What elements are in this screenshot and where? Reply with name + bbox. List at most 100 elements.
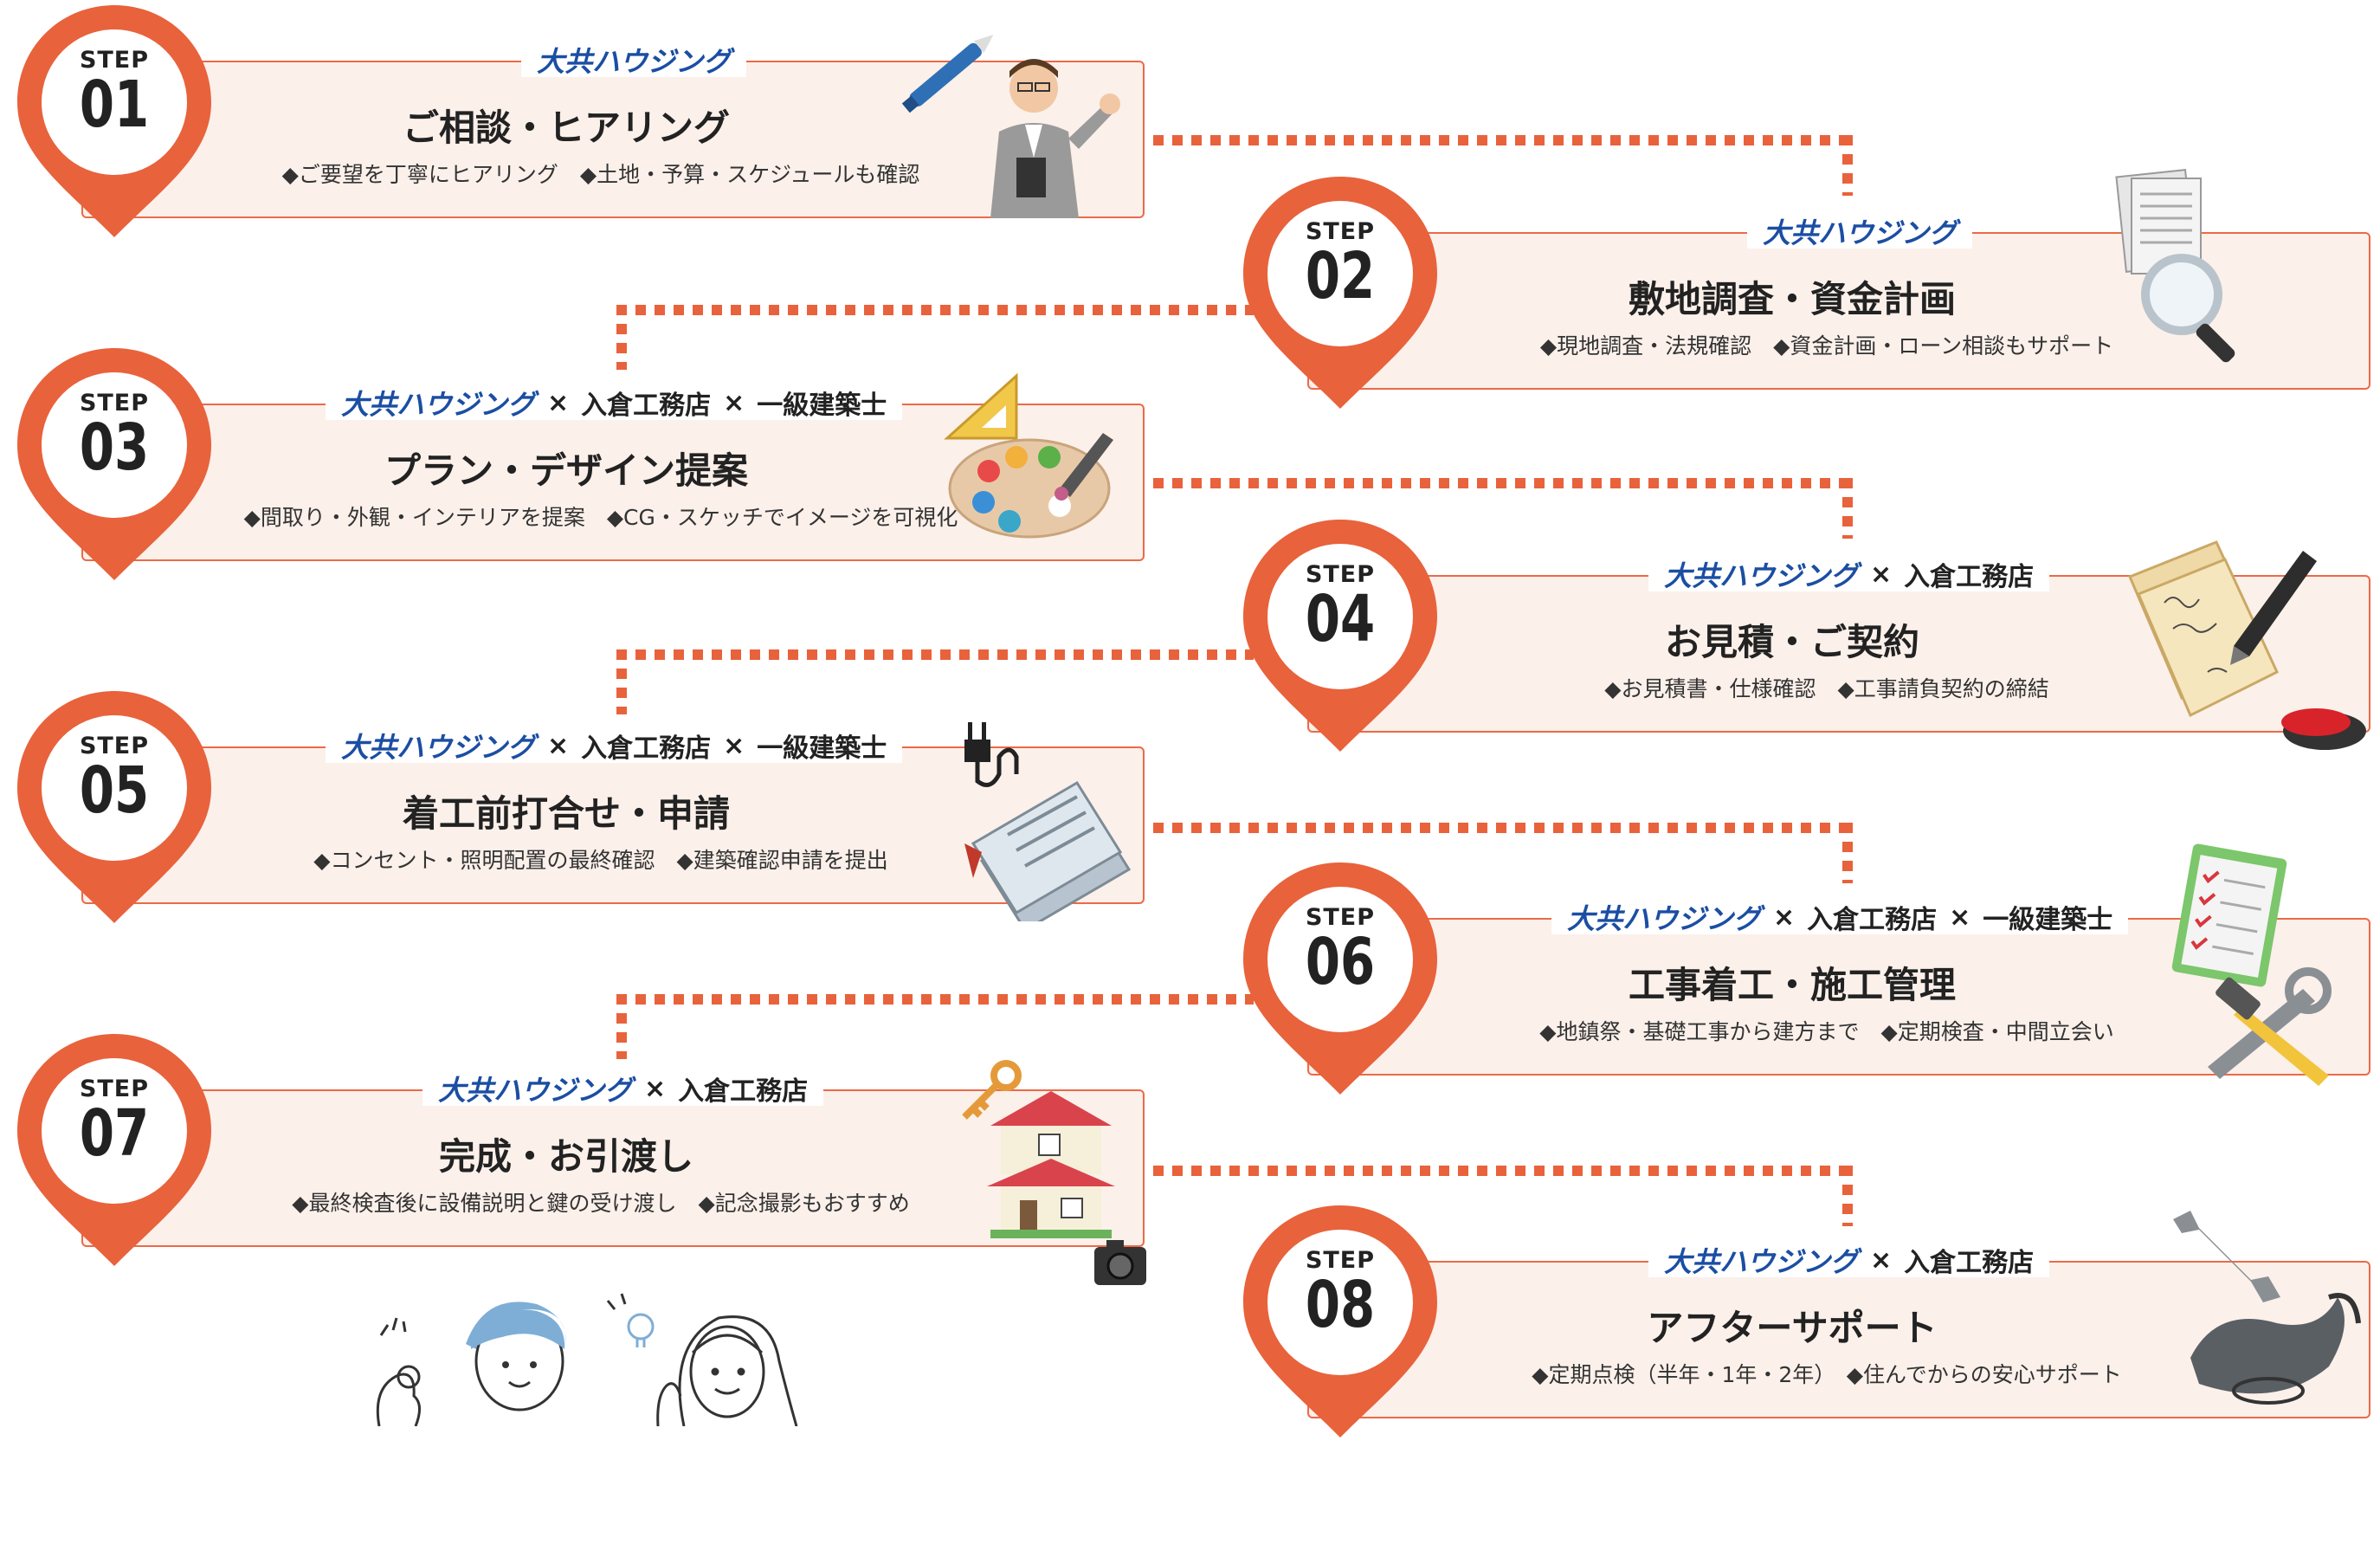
step-pin: STEP 04 [1238,516,1442,759]
partner-row: 大共ハウジング × 入倉工務店 [422,1071,824,1107]
step-pin: STEP 07 [12,1030,216,1273]
house-key-camera-icon [930,1056,1146,1290]
partner-daikyo: 大共ハウジング [537,45,732,78]
step-01: 大共ハウジング ご相談・ヒアリング ◆ご要望を丁寧にヒアリング ◆土地・予算・ス… [12,2,1146,357]
connector-3-4-drop [1842,478,1853,539]
documents-magnifier-icon [2087,165,2294,372]
partner-daikyo: 大共ハウジング [1664,559,1859,592]
step-07: 大共ハウジング × 入倉工務店 完成・お引渡し ◆最終検査後に設備説明と鍵の受け… [12,1030,1146,1386]
step-03: 大共ハウジング × 入倉工務店 × 一級建築士 プラン・デザイン提案 ◆間取り・… [12,345,1146,700]
partner-row: 大共ハウジング × 入倉工務店 [1648,1243,2050,1278]
step-title: ご相談・ヒアリング [402,107,730,149]
step-pin: STEP 05 [12,688,216,930]
connector-1-2 [1134,135,1853,145]
contract-pen-seal-icon [2112,525,2372,767]
step-label: STEP [79,390,150,417]
step-number: 04 [1305,582,1376,656]
partner-row: 大共ハウジング × 入倉工務店 × 一級建築士 [1551,900,2129,935]
step-number: 03 [79,410,150,485]
connector-2-3 [616,305,1254,315]
step-description: ◆定期点検（半年・1年・2年） ◆住んでからの安心サポート [1532,1362,2122,1387]
step-description: ◆現地調査・法規確認 ◆資金計画・ローン相談もサポート [1539,333,2114,359]
step-description: ◆間取り・外観・インテリアを提案 ◆CG・スケッチでイメージを可視化 [243,505,958,530]
connector-5-6 [1134,823,1853,833]
partner-irikura: 入倉工務店 [1904,1248,2035,1278]
partner-irikura: 入倉工務店 [581,733,712,764]
step-04: 大共ハウジング × 入倉工務店 お見積・ご契約 ◆お見積書・仕様確認 ◆工事請負… [1238,516,2372,871]
step-description: ◆地鎮祭・基礎工事から建方まで ◆定期検査・中間立会い [1539,1019,2114,1044]
partner-irikura: 入倉工務店 [1807,905,1938,935]
step-description: ◆最終検査後に設備説明と鍵の受け渡し ◆記念撮影もおすすめ [292,1191,910,1216]
partner-daikyo: 大共ハウジング [438,1074,633,1107]
step-pin: STEP 02 [1238,173,1442,416]
step-02: 大共ハウジング 敷地調査・資金計画 ◆現地調査・法規確認 ◆資金計画・ローン相談… [1238,169,2372,528]
connector-4-5-drop [616,649,627,714]
times-sign: × [723,730,745,761]
step-label: STEP [1305,218,1376,245]
step-label: STEP [1305,561,1376,588]
step-pin: STEP 06 [1238,859,1442,1102]
times-sign: × [1870,559,1893,590]
step-label: STEP [1305,1247,1376,1274]
partner-daikyo: 大共ハウジング [1567,902,1762,935]
step-card [81,746,1145,904]
step-number: 02 [1305,239,1376,313]
step-title: プラン・デザイン提案 [384,449,748,492]
connector-6-7 [616,994,1254,1005]
connector-7-8 [1134,1166,1853,1176]
partner-row: 大共ハウジング × 入倉工務店 [1648,557,2050,592]
connector-5-6-drop [1842,823,1853,883]
partner-row: 大共ハウジング × 入倉工務店 × 一級建築士 [326,385,903,421]
connector-2-3-drop [616,305,627,370]
partner-row: 大共ハウジング [1747,214,1973,249]
connector-1-2-drop [1842,135,1853,196]
checklist-tools-icon [2156,842,2364,1093]
partner-daikyo: 大共ハウジング [1763,216,1958,249]
partner-architect: 一級建築士 [1983,905,2113,935]
wrench-telephone-icon [2147,1193,2372,1418]
partner-architect: 一級建築士 [757,733,887,764]
step-label: STEP [79,1076,150,1102]
times-sign: × [1949,901,1971,933]
palette-triangle-ruler-icon [930,359,1138,549]
times-sign: × [547,387,570,418]
partner-irikura: 入倉工務店 [1904,562,2035,592]
step-pin: STEP 03 [12,345,216,587]
step-number: 06 [1305,925,1376,999]
partner-daikyo: 大共ハウジング [341,388,536,421]
step-number: 08 [1305,1268,1376,1342]
step-number: 01 [79,68,150,142]
step-08: 大共ハウジング × 入倉工務店 アフターサポート ◆定期点検（半年・1年・2年）… [1238,1202,2372,1557]
step-title: 完成・お引渡し [438,1135,693,1178]
partner-daikyo: 大共ハウジング [341,731,536,764]
step-pin: STEP 01 [12,2,216,244]
partner-row: 大共ハウジング [521,42,747,78]
happy-couple-illustration [364,1292,814,1427]
step-number: 05 [79,753,150,828]
times-sign: × [1870,1244,1893,1276]
step-description: ◆コンセント・照明配置の最終確認 ◆建築確認申請を提出 [313,848,888,873]
step-title: 敷地調査・資金計画 [1628,278,1956,320]
connector-6-7-drop [616,994,627,1059]
connector-3-4 [1134,478,1853,488]
step-number: 07 [79,1096,150,1171]
connector-4-5 [616,649,1254,660]
plug-documents-icon [947,714,1138,933]
times-sign: × [1773,901,1796,933]
partner-irikura: 入倉工務店 [678,1076,809,1107]
step-05: 大共ハウジング × 入倉工務店 × 一級建築士 着工前打合せ・申請 ◆コンセント… [12,688,1146,1043]
times-sign: × [547,730,570,761]
times-sign: × [644,1073,667,1104]
step-label: STEP [79,733,150,759]
step-title: 着工前打合せ・申請 [402,792,730,835]
partner-architect: 一級建築士 [757,391,887,421]
step-06: 大共ハウジング × 入倉工務店 × 一級建築士 工事着工・施工管理 ◆地鎮祭・基… [1238,843,2372,1214]
consultant-with-pen-icon [887,28,1138,218]
step-pin: STEP 08 [1238,1202,1442,1444]
step-description: ◆お見積書・仕様確認 ◆工事請負契約の締結 [1604,676,2049,701]
step-description: ◆ご要望を丁寧にヒアリング ◆土地・予算・スケジュールも確認 [281,162,920,187]
connector-7-8-drop [1842,1166,1853,1226]
partner-row: 大共ハウジング × 入倉工務店 × 一級建築士 [326,728,903,764]
step-title: 工事着工・施工管理 [1628,964,1956,1006]
step-title: アフターサポート [1647,1307,1938,1349]
